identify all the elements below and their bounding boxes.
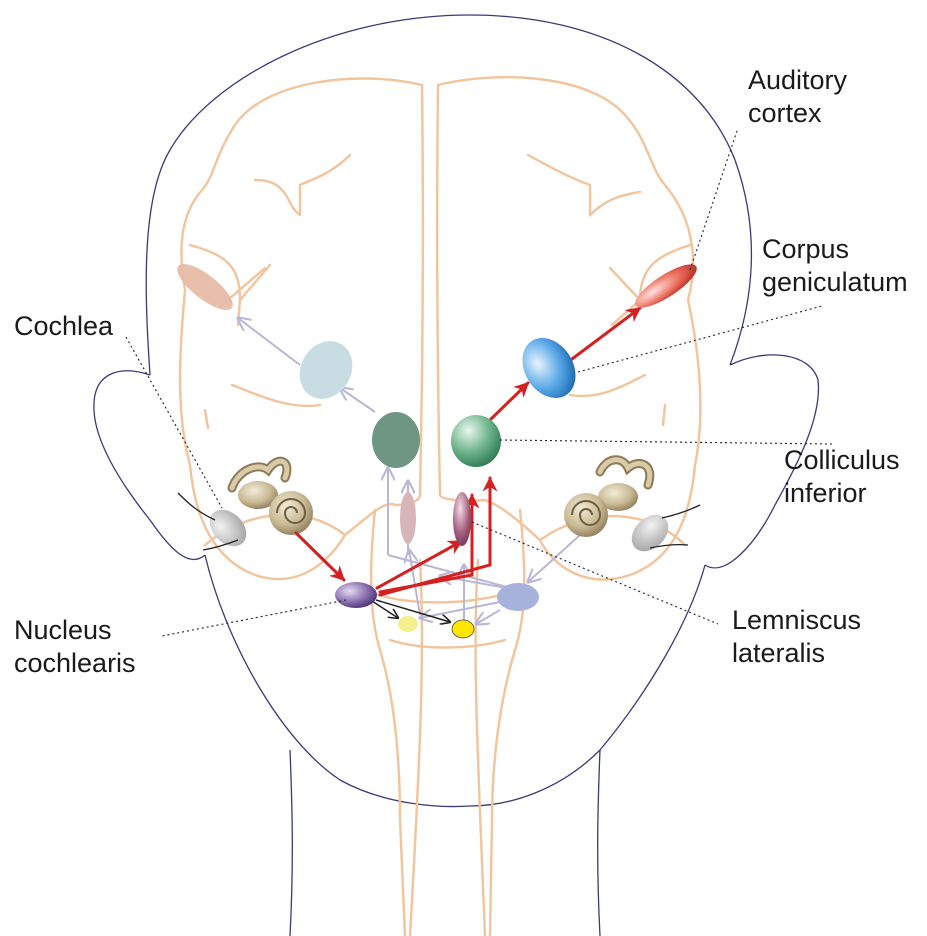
right-lemniscus-lateralis xyxy=(453,492,471,546)
right-sulcus-upper xyxy=(590,192,640,215)
neck-left xyxy=(290,750,292,936)
left-sulcus-tick xyxy=(205,410,208,428)
leader-corpus-geniculatum xyxy=(578,306,822,372)
label-nucleus-cochlearis: Nucleus cochlearis xyxy=(14,614,136,680)
leader-nucleus-cochlearis xyxy=(162,600,346,636)
right-ear-gray-organ xyxy=(625,508,676,559)
right-nucleus-cochlearis xyxy=(497,583,539,611)
label-colliculus-inferior: Colliculus inferior xyxy=(784,444,900,510)
left-ear-outline xyxy=(94,371,205,560)
right-sulcus-top xyxy=(528,155,590,215)
label-corpus-geniculatum: Corpus geniculatum xyxy=(762,233,908,299)
right-sulcus-low xyxy=(570,375,645,396)
right-sulcus-tick xyxy=(663,405,665,425)
left-nucleus-cochlearis xyxy=(335,582,377,608)
label-lemniscus-lateralis: Lemniscus lateralis xyxy=(732,604,861,670)
leader-colliculus-inferior xyxy=(500,440,832,444)
label-auditory-cortex: Auditory cortex xyxy=(748,64,847,130)
left-sulcus-top xyxy=(300,155,350,215)
head-outline xyxy=(94,15,819,936)
pons-curve xyxy=(365,590,520,648)
left-colliculus-inferior xyxy=(372,412,420,468)
left-sulcus-upper xyxy=(255,180,300,215)
face-outline xyxy=(205,555,705,807)
label-cochlea: Cochlea xyxy=(14,310,113,343)
left-ear-gray-organ xyxy=(203,503,254,554)
superior-olive-left xyxy=(398,616,418,632)
brainstem xyxy=(371,510,524,936)
superior-olive-right xyxy=(452,620,474,638)
right-colliculus-inferior xyxy=(451,415,501,467)
neck-right xyxy=(598,750,600,936)
left-lemniscus-lateralis xyxy=(400,492,416,544)
brainstem-inner xyxy=(410,560,485,936)
left-cochlea-icon xyxy=(232,461,313,535)
